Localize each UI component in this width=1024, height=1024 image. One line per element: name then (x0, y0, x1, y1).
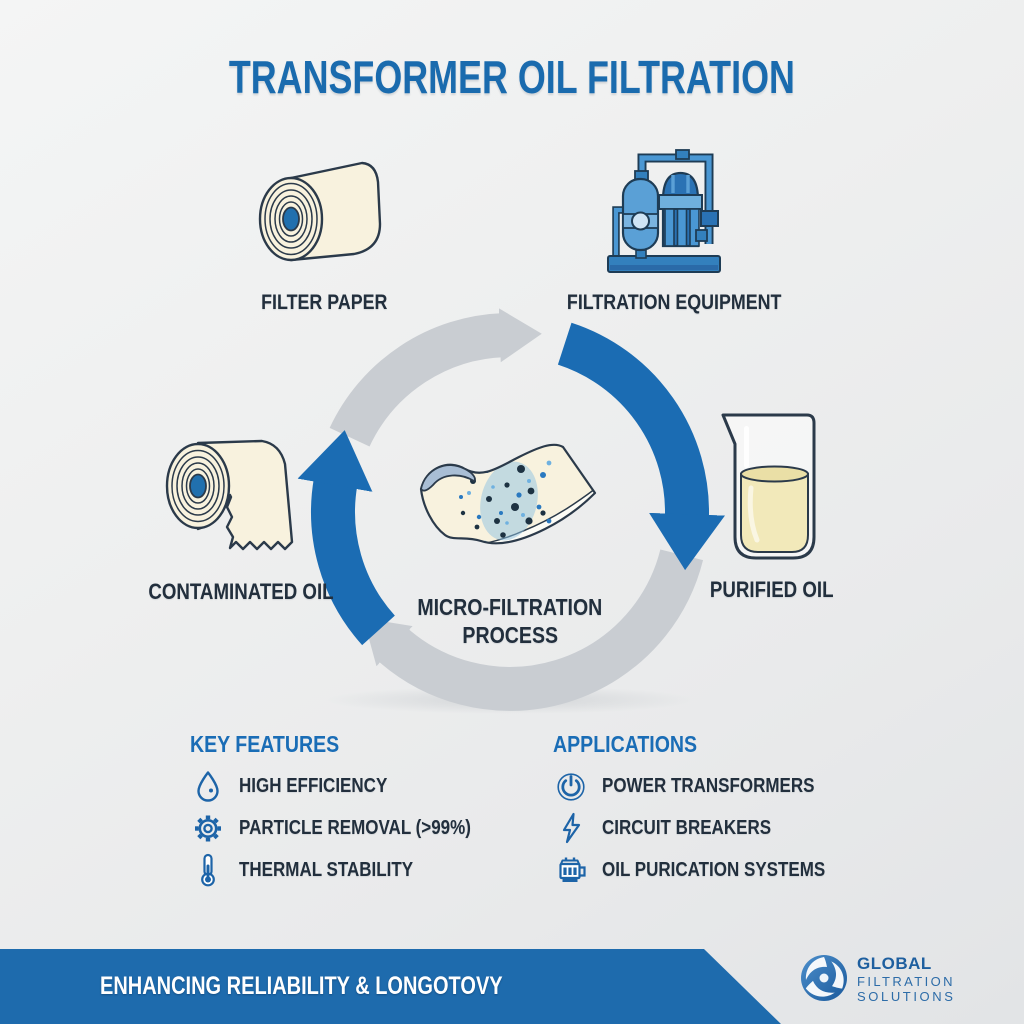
feature-row-particle-removal: PARTICLE REMOVAL (>99%) (190, 807, 512, 849)
tagline-wrap: ENHANCING RELIABILITY & LONGOTOVY (100, 949, 603, 1024)
applications-section: APPLICATIONS POWER TRANSFORMERS CIRCUIT … (553, 731, 865, 891)
application-row-circuit-breakers: CIRCUIT BREAKERS (553, 807, 865, 849)
feature-row-thermal-stability: THERMAL STABILITY (190, 849, 512, 891)
footer-tagline: ENHANCING RELIABILITY & LONGOTOVY (100, 972, 503, 1000)
application-label: CIRCUIT BREAKERS (602, 816, 772, 839)
logo-line2: FILTRATION (857, 974, 955, 989)
feature-label: THERMAL STABILITY (239, 858, 414, 881)
process-label-line2: PROCESS (462, 622, 558, 648)
gear-icon (190, 813, 226, 844)
filtration-equipment-label-wrap: FILTRATION EQUIPMENT (548, 291, 798, 315)
applications-heading: APPLICATIONS (553, 731, 698, 757)
key-features-section: KEY FEATURES HIGH EFFICIENCY (190, 731, 512, 891)
page-title: TRANSFORMER OIL FILTRATION (228, 51, 796, 103)
process-label-wrap: MICRO-FILTRATION PROCESS (380, 593, 640, 649)
application-label: OIL PURICATION SYSTEMS (602, 858, 826, 881)
logo-line3: SOLUTIONS (857, 989, 956, 1004)
blue-arrow-left (297, 430, 396, 646)
thermometer-icon (190, 853, 226, 887)
filter-paper-roll-illustration (258, 161, 382, 262)
lightning-icon (553, 812, 589, 844)
footer-banner: ENHANCING RELIABILITY & LONGOTOVY (0, 949, 781, 1024)
contaminated-oil-label-wrap: CONTAMINATED OIL (131, 579, 351, 605)
process-label-line1: MICRO-FILTRATION (417, 594, 603, 620)
logo-wordmark: GLOBAL FILTRATION SOLUTIONS (857, 955, 956, 1003)
micro-filtration-membrane-illustration (419, 443, 597, 545)
logo-line1: GLOBAL (857, 954, 932, 973)
page-title-wrap: TRANSFORMER OIL FILTRATION (0, 50, 1024, 104)
droplet-icon (190, 770, 226, 802)
swirl-logo-icon (801, 955, 847, 1001)
application-label: POWER TRANSFORMERS (602, 774, 815, 797)
filter-paper-label: FILTER PAPER (260, 291, 388, 314)
filtration-equipment-illustration (607, 149, 721, 273)
gray-arc-bottom (363, 549, 704, 711)
applications-heading-wrap: APPLICATIONS (553, 731, 865, 765)
purified-oil-beaker-illustration (721, 413, 816, 560)
key-features-heading-wrap: KEY FEATURES (190, 731, 512, 765)
filtration-equipment-label: FILTRATION EQUIPMENT (566, 291, 782, 314)
key-features-heading: KEY FEATURES (190, 731, 340, 757)
process-cycle-ring (297, 308, 725, 711)
filter-paper-label-wrap: FILTER PAPER (224, 291, 424, 315)
transformer-icon (553, 855, 589, 885)
feature-label: HIGH EFFICIENCY (239, 774, 388, 797)
contaminated-oil-roll-illustration (165, 439, 294, 551)
application-row-oil-purication: OIL PURICATION SYSTEMS (553, 849, 865, 891)
feature-row-high-efficiency: HIGH EFFICIENCY (190, 765, 512, 807)
feature-label: PARTICLE REMOVAL (>99%) (239, 816, 471, 839)
gray-arc-top-left (329, 308, 542, 447)
contaminated-oil-label: CONTAMINATED OIL (148, 579, 334, 604)
power-icon (553, 771, 589, 802)
purified-oil-label-wrap: PURIFIED OIL (662, 577, 882, 603)
blue-arrow-right (557, 322, 725, 571)
application-row-power-transformers: POWER TRANSFORMERS (553, 765, 865, 807)
purified-oil-label: PURIFIED OIL (710, 577, 834, 602)
